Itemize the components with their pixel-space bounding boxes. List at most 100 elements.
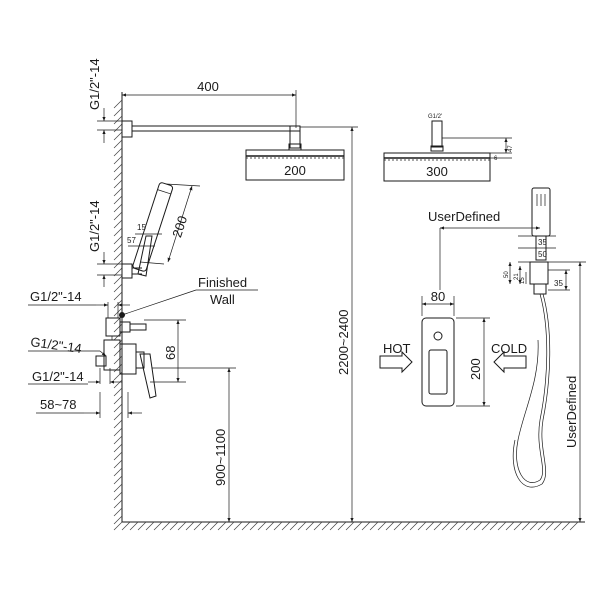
wall-hatch-line	[113, 379, 123, 389]
outlet-35a-label: 35	[538, 238, 547, 247]
floor-hatch-line	[401, 521, 411, 531]
thread-hand-dimension: G1/2"-14	[87, 200, 122, 287]
floor-hatch-line	[489, 521, 499, 531]
wall-hatch-line	[113, 107, 123, 117]
wall-hatch-line	[113, 435, 123, 445]
floor-hatch-line	[225, 521, 235, 531]
wall-hatch-line	[113, 499, 123, 509]
offset-label: 58~78	[40, 397, 77, 412]
wall-hatch-line	[113, 419, 123, 429]
floor-hatch-line	[353, 521, 363, 531]
wall-hatch-line	[113, 251, 123, 261]
thread-hand-label: G1/2"-14	[87, 200, 102, 252]
plate-80-label: 80	[431, 289, 445, 304]
wall-hatch-line	[113, 131, 123, 141]
hand-shower-front	[512, 187, 551, 488]
outlet-dimensions: 35 50 50 21 15 35	[504, 235, 570, 291]
floor-hatch-line	[233, 521, 243, 531]
head-width-front-label: 300	[426, 164, 448, 179]
floor-hatch-line	[241, 521, 251, 531]
wall-hatch-line	[113, 459, 123, 469]
wall-hatch-line	[113, 283, 123, 293]
floor-hatch-line	[545, 521, 555, 531]
floor-hatch-line	[217, 521, 227, 531]
user-defined-side-label: UserDefined	[564, 376, 579, 448]
wall-hatch-line	[113, 395, 123, 405]
hand-shower-holder: 15 57 200	[121, 182, 201, 279]
valve-body-side	[95, 317, 157, 399]
wall-hatch-line	[113, 339, 123, 349]
floor-hatch-line	[193, 521, 203, 531]
user-defined-top-label: UserDefined	[428, 209, 500, 224]
wall-hatch-line	[113, 507, 123, 517]
floor-hatch-line	[297, 521, 307, 531]
cold-inlet: COLD	[491, 341, 527, 374]
wall-hatch-line	[113, 443, 123, 453]
plate-200-label: 200	[468, 358, 483, 380]
wall-hatch-line	[113, 275, 123, 285]
head-width-side-label: 200	[284, 163, 306, 178]
arm-length-dimension: 400	[122, 79, 297, 128]
floor-hatch-line	[425, 521, 435, 531]
floor-hatch-line	[169, 521, 179, 531]
cold-label: COLD	[491, 341, 527, 356]
offset-dimension: 58~78	[36, 392, 142, 418]
wall-hatch-line	[113, 411, 123, 421]
wall-hatch-line	[113, 235, 123, 245]
floor-hatch-line	[369, 521, 379, 531]
wall-hatch-line	[113, 475, 123, 485]
wall-hatch-line	[113, 403, 123, 413]
wall-hatch-line	[113, 371, 123, 381]
wall-hatch-line	[113, 99, 123, 109]
floor-hatch-line	[417, 521, 427, 531]
wall-hatch-line	[113, 187, 123, 197]
wall-hatch-line	[113, 163, 123, 173]
floor-hatch-line	[393, 521, 403, 531]
floor-hatch-line	[281, 521, 291, 531]
thread-top-dimension: G1/2"-14	[87, 58, 122, 143]
wall-hatch-line	[113, 291, 123, 301]
wall	[113, 92, 585, 531]
user-defined-horizontal: UserDefined	[428, 209, 540, 290]
floor-hatch-line	[385, 521, 395, 531]
floor-hatch-line	[505, 521, 515, 531]
wall-hatch-line	[113, 363, 123, 373]
shower-head-front: 300 G1/2' 47 6	[383, 114, 514, 182]
wall-hatch-line	[113, 155, 123, 165]
wall-hatch-line	[113, 139, 123, 149]
wall-hatch-line	[113, 171, 123, 181]
floor-hatch-line	[329, 521, 339, 531]
outlet-35b-label: 35	[554, 279, 563, 288]
wall-label: Wall	[210, 292, 235, 307]
floor-hatch-line	[305, 521, 315, 531]
floor-hatch-line	[201, 521, 211, 531]
floor-hatch-line	[521, 521, 531, 531]
floor-hatch-line	[537, 521, 547, 531]
valve-height-label: 900~1100	[213, 429, 228, 486]
thread-head-label: G1/2'	[428, 114, 442, 120]
floor-hatch-line	[121, 521, 131, 531]
wall-hatch-line	[113, 211, 123, 221]
wall-hatch-line	[113, 427, 123, 437]
arm-length-label: 400	[197, 79, 219, 94]
floor-hatch-line	[457, 521, 467, 531]
head-height-dimension: 2200~2400	[300, 126, 358, 522]
floor-hatch-line	[513, 521, 523, 531]
floor-hatch-line	[361, 521, 371, 531]
shower-arm-side: 200	[121, 120, 345, 181]
floor-hatch-line	[161, 521, 171, 531]
floor-hatch-line	[409, 521, 419, 531]
wall-hatch-line	[113, 195, 123, 205]
floor-hatch-line	[465, 521, 475, 531]
floor-hatch-line	[249, 521, 259, 531]
wall-hatch-line	[113, 467, 123, 477]
outlet-21-label: 21	[514, 273, 520, 280]
floor-hatch-line	[433, 521, 443, 531]
wall-hatch-line	[113, 515, 123, 525]
floor-hatch-line	[257, 521, 267, 531]
wall-hatch-line	[113, 243, 123, 253]
floor-hatch-line	[473, 521, 483, 531]
head-height-label: 2200~2400	[336, 310, 351, 375]
floor-hatch-line	[153, 521, 163, 531]
